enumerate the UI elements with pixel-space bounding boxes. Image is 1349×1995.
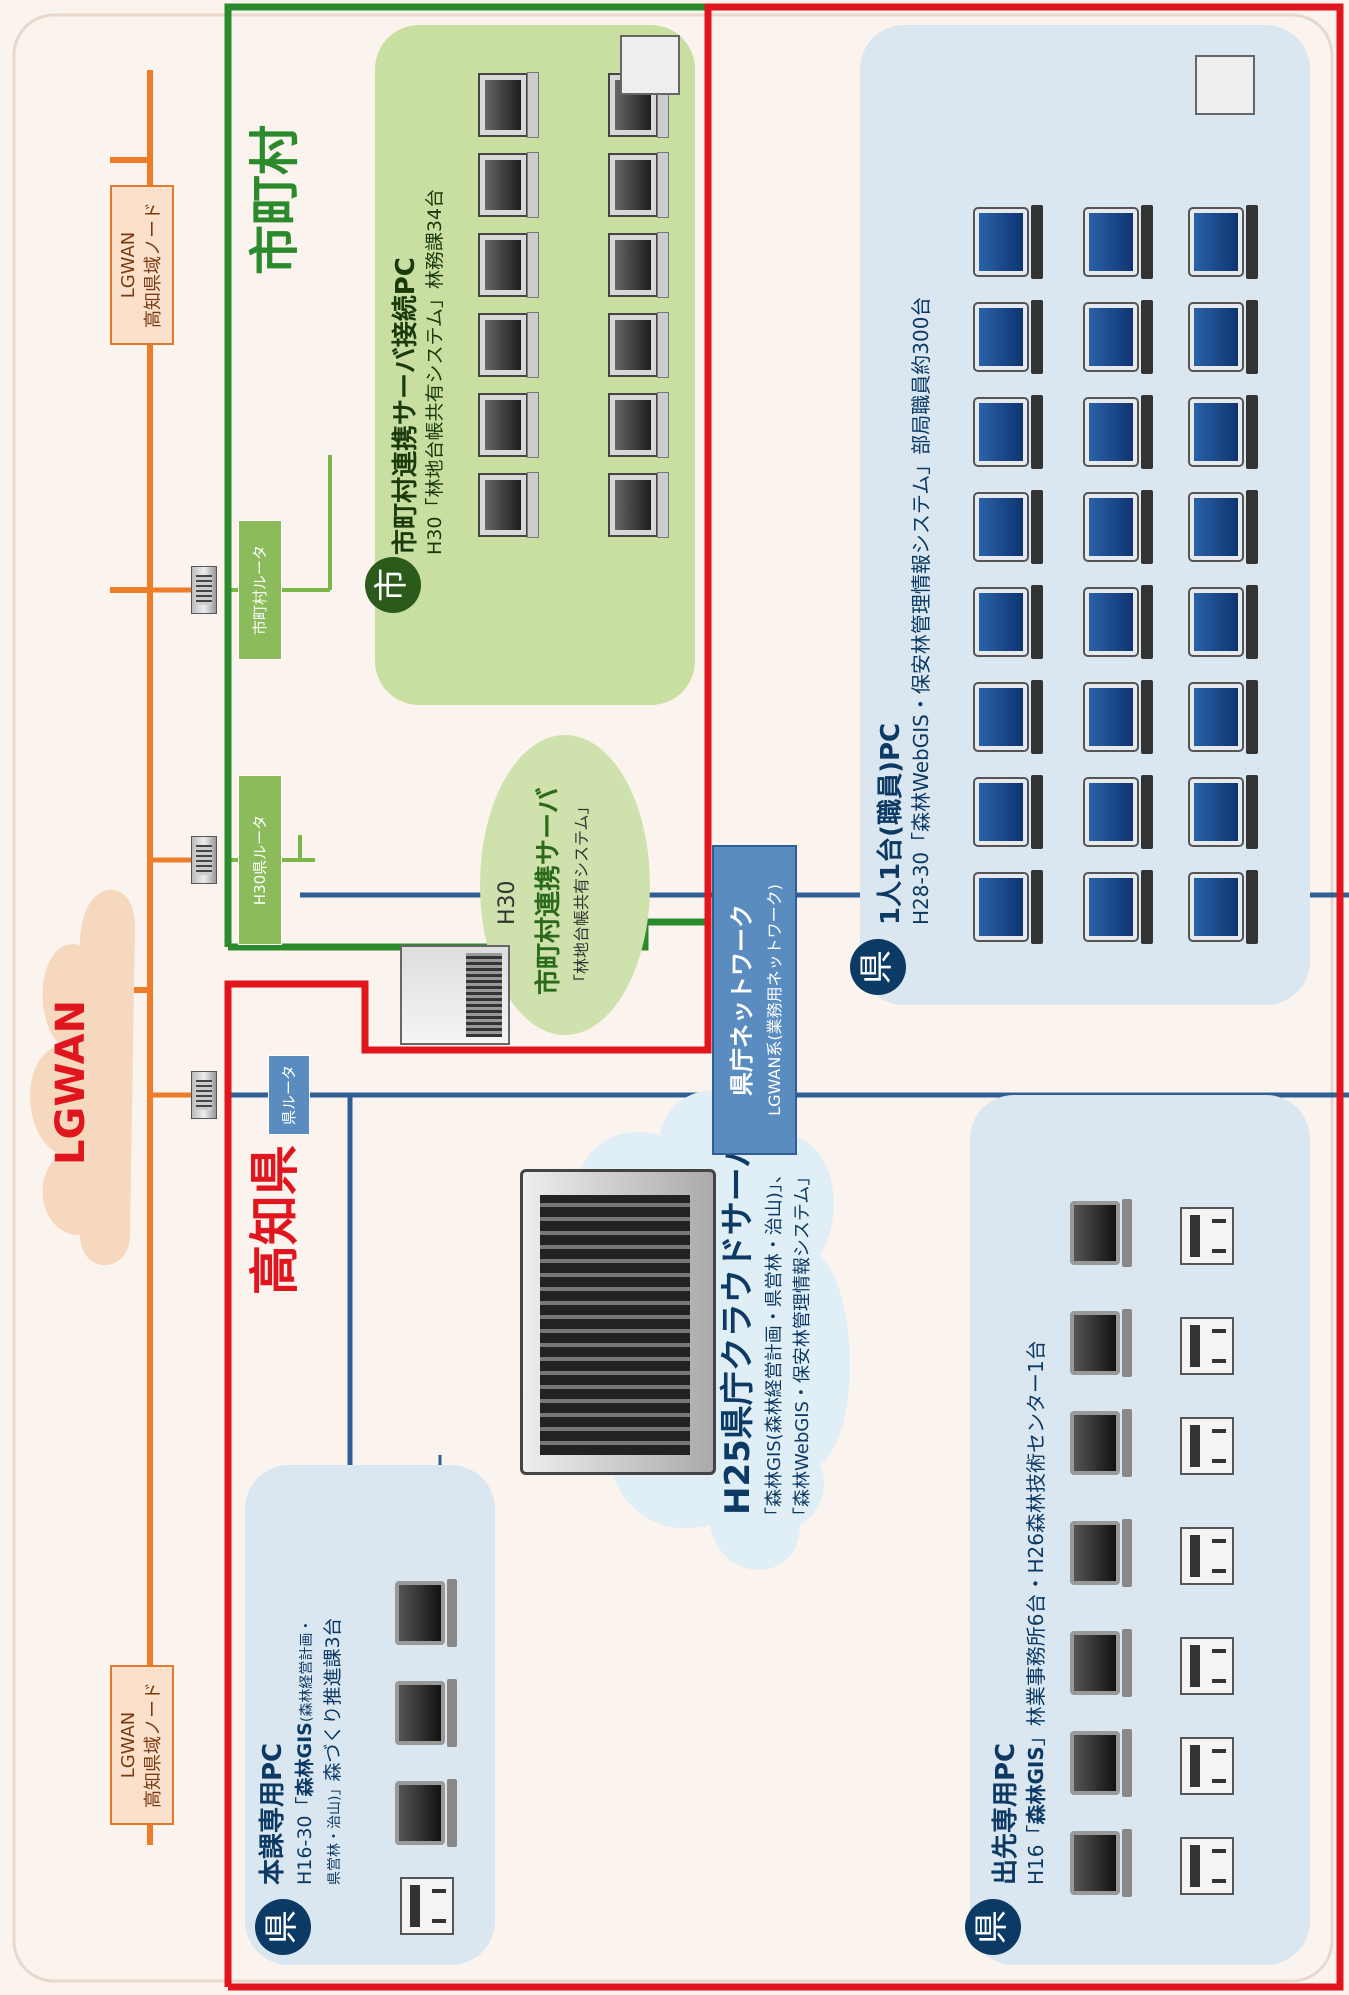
monitor-pc-icon [1083, 396, 1139, 468]
laptop-pc-icon [478, 72, 528, 138]
laptop-pc-icon [608, 392, 658, 458]
plotter-icon [1180, 1527, 1234, 1585]
plotter-icon [1180, 1207, 1234, 1265]
cloud-server-line1: 「森林GIS(森林経営計画・県営林・治山)」、 [764, 1165, 785, 1525]
desktop-pc-icon [1070, 1311, 1120, 1375]
personal-pc-title: 1人1台(職員)PC [876, 722, 906, 925]
plotter-icon [1180, 1317, 1234, 1375]
h30-router: H30県ルータ [238, 775, 282, 945]
monitor-pc-icon [1188, 301, 1244, 373]
server-tower-icon [620, 35, 680, 95]
honka-pc-title: 本課専用PC [258, 1742, 288, 1885]
desktop-pc-icon [1070, 1831, 1120, 1895]
pref-network-box: 県庁ネットワーク LGWAN系(業務用ネットワーク) [712, 845, 797, 1155]
laptop-pc-icon [608, 472, 658, 538]
monitor-pc-icon [1083, 206, 1139, 278]
laptop-pc-icon [478, 472, 528, 538]
monitor-pc-icon [973, 586, 1029, 658]
monitor-pc-icon [973, 681, 1029, 753]
honka-pc-panel [245, 1465, 495, 1965]
lgwan-node-right: LGWAN 高知県域ノード [110, 185, 174, 345]
muni-badge: 市 [365, 557, 421, 613]
monitor-pc-icon [973, 301, 1029, 373]
laptop-pc-icon [608, 152, 658, 218]
honka-pc-line2: 県営林・治山)」森づくり推進課3台 [322, 1617, 344, 1885]
muni-pc-desc: H30「林地台帳共有システム」林務課34台 [424, 188, 446, 555]
pref-badge-field: 県 [965, 1899, 1021, 1955]
monitor-pc-icon [1188, 776, 1244, 848]
muni-server-system: 「林地台帳共有システム」 [572, 798, 591, 990]
plotter-icon [1180, 1837, 1234, 1895]
desktop-pc-icon [395, 1681, 445, 1745]
laptop-pc-icon [478, 312, 528, 378]
server-tower-icon [1195, 55, 1255, 115]
laptop-pc-icon [478, 232, 528, 298]
monitor-pc-icon [973, 871, 1029, 943]
desktop-pc-icon [1070, 1201, 1120, 1265]
plotter-icon [1180, 1637, 1234, 1695]
pref-region-border [224, 3, 1344, 1991]
cloud-server-title: H25県庁クラウドサーバ [718, 1133, 758, 1515]
monitor-pc-icon [1083, 871, 1139, 943]
muni-router: 市町村ルータ [238, 520, 282, 660]
lgwan-title: LGWAN [48, 999, 94, 1165]
pref-region-title: 高知県 [246, 1145, 304, 1295]
field-pc-title: 出先専用PC [991, 1742, 1021, 1885]
cloud-server-line2: 「森林WebGIS・保安林管理情報システム」 [792, 1167, 813, 1525]
monitor-pc-icon [1083, 681, 1139, 753]
muni-pc-title: 市町村連携サーバ接続PC [391, 257, 421, 555]
laptop-pc-icon [478, 152, 528, 218]
pref-badge-honka: 県 [255, 1899, 311, 1955]
server-rack-icon [540, 1195, 690, 1455]
desktop-pc-icon [1070, 1411, 1120, 1475]
monitor-pc-icon [1083, 491, 1139, 563]
monitor-pc-icon [1188, 491, 1244, 563]
muni-server-year: H30 [495, 880, 520, 925]
monitor-pc-icon [1083, 586, 1139, 658]
monitor-pc-icon [1188, 206, 1244, 278]
server-tower-icon [400, 945, 510, 1045]
router-device-muni [191, 566, 217, 614]
plotter-icon [1180, 1417, 1234, 1475]
monitor-pc-icon [973, 396, 1029, 468]
router-device-pref [191, 1071, 217, 1119]
desktop-pc-icon [395, 1781, 445, 1845]
plotter-icon [1180, 1737, 1234, 1795]
laptop-pc-icon [608, 312, 658, 378]
laptop-pc-icon [478, 392, 528, 458]
muni-server-title: 市町村連携サーバ [534, 787, 564, 995]
monitor-pc-icon [1188, 681, 1244, 753]
monitor-pc-icon [1188, 586, 1244, 658]
muni-region-title: 市町村 [246, 125, 304, 275]
pref-network-subtitle: LGWAN系(業務用ネットワーク) [765, 884, 784, 1116]
monitor-pc-icon [973, 206, 1029, 278]
monitor-pc-icon [1083, 301, 1139, 373]
honka-pc-line1: H16-30「森林GIS(森林経営計画・ [294, 1618, 316, 1885]
monitor-pc-icon [1083, 776, 1139, 848]
monitor-pc-icon [1188, 871, 1244, 943]
lgwan-cloud [30, 889, 135, 1265]
lgwan-node-left: LGWAN 高知県域ノード [110, 1665, 174, 1825]
monitor-pc-icon [1188, 396, 1244, 468]
laptop-pc-icon [608, 232, 658, 298]
monitor-pc-icon [973, 491, 1029, 563]
field-pc-desc: H16「森林GIS」林業事務所6台・H26森林技術センター1台 [1024, 1340, 1048, 1885]
pref-badge-personal: 県 [850, 939, 906, 995]
pref-network-title: 県庁ネットワーク [728, 904, 756, 1096]
plotter-icon [400, 1877, 454, 1935]
personal-pc-desc: H28-30「森林WebGIS・保安林管理情報システム」部局職員約300台 [909, 296, 933, 925]
desktop-pc-icon [1070, 1731, 1120, 1795]
pref-router: 県ルータ [268, 1055, 310, 1135]
monitor-pc-icon [973, 776, 1029, 848]
desktop-pc-icon [1070, 1521, 1120, 1585]
desktop-pc-icon [1070, 1631, 1120, 1695]
desktop-pc-icon [395, 1581, 445, 1645]
router-device-h30 [191, 836, 217, 884]
